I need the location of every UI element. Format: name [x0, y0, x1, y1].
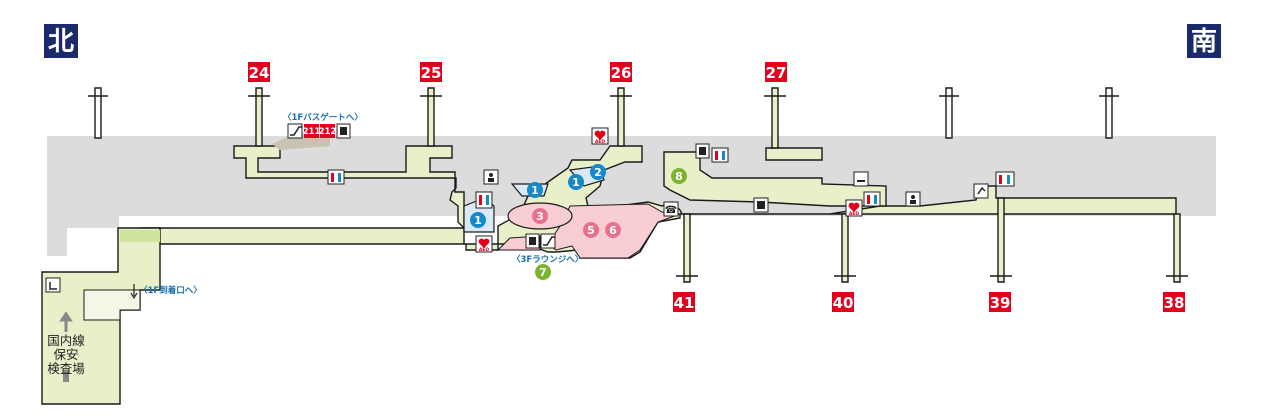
- gate-26-label: 26: [611, 64, 632, 82]
- bus-gate-note: 〈1Fバスゲートへ〉: [283, 112, 363, 123]
- arrival-corridor: [83, 289, 141, 321]
- aed-icon: AED: [475, 235, 493, 253]
- phone-icon: ☎: [663, 201, 679, 217]
- nursing-room-icon: [483, 169, 499, 185]
- aed-icon: AED: [845, 199, 863, 217]
- restroom-icon: [327, 169, 345, 185]
- shop-marker-2[interactable]: 2: [590, 164, 606, 180]
- security-corridor: [120, 230, 160, 242]
- gate-38[interactable]: 38: [1163, 292, 1185, 312]
- aed-icon: AED: [591, 127, 609, 145]
- shop-marker-1[interactable]: 1: [568, 174, 584, 190]
- gate-25-label: 25: [421, 64, 442, 82]
- bus-gate-212-label: 212: [319, 127, 337, 137]
- bus-gate-212[interactable]: 212: [319, 124, 337, 138]
- svg-text:1: 1: [531, 184, 539, 197]
- gate-40-label: 40: [833, 294, 854, 312]
- bus-gate-211[interactable]: 211: [303, 124, 321, 138]
- arrival-direction: 〈1F到着口へ〉: [130, 284, 202, 300]
- gate-39[interactable]: 39: [989, 292, 1011, 312]
- elevator-icon: [336, 123, 351, 139]
- svg-text:☎: ☎: [665, 205, 677, 216]
- gate-24[interactable]: 24: [248, 62, 270, 82]
- south-marker: 南: [1187, 24, 1221, 58]
- gate-26[interactable]: 26: [610, 62, 632, 82]
- gate-24-label: 24: [249, 64, 270, 82]
- svg-text:1: 1: [572, 176, 580, 189]
- escalator-icon: [287, 123, 303, 139]
- elevator-icon: [695, 143, 710, 159]
- shop-marker-1[interactable]: 1: [527, 182, 543, 198]
- restaurant-marker-5[interactable]: 5: [583, 222, 599, 238]
- restroom-icon: [475, 191, 493, 209]
- south-label: 南: [1191, 27, 1217, 57]
- security-exit-icon: [45, 277, 61, 293]
- prayer-room-icon: [973, 183, 989, 199]
- parking-stands-top: [88, 87, 1119, 139]
- restroom-icon: [995, 171, 1015, 187]
- security-checkpoint: 国内線 保安 検査場: [47, 311, 85, 382]
- locker-icon: [753, 197, 769, 213]
- bus-gate-area: 〈1Fバスゲートへ〉 211 212: [272, 112, 363, 150]
- svg-text:2: 2: [594, 166, 602, 179]
- service-marker-8[interactable]: 8: [671, 168, 687, 184]
- arrival-note: 〈1F到着口へ〉: [139, 285, 202, 296]
- svg-text:AED: AED: [849, 211, 860, 217]
- gate-39-label: 39: [990, 294, 1011, 312]
- lounge-marker-7[interactable]: 7: [535, 264, 551, 280]
- restroom-icon: [863, 191, 881, 207]
- gate-41[interactable]: 41: [673, 292, 695, 312]
- restaurant-marker-6[interactable]: 6: [605, 222, 621, 238]
- security-line1: 国内線: [47, 333, 85, 348]
- svg-text:AED: AED: [595, 139, 606, 145]
- gate-27-label: 27: [766, 64, 787, 82]
- security-line2: 保安: [53, 347, 78, 362]
- gate-38-label: 38: [1164, 294, 1185, 312]
- svg-text:5: 5: [587, 224, 595, 237]
- escalator-icon: [540, 233, 556, 249]
- svg-text:3: 3: [536, 210, 544, 223]
- gate-27[interactable]: 27: [765, 62, 787, 82]
- restaurant-marker-3[interactable]: 3: [532, 208, 548, 224]
- nursing-room-icon: [905, 191, 921, 207]
- gate-25[interactable]: 25: [420, 62, 442, 82]
- gate-40[interactable]: 40: [832, 292, 854, 312]
- svg-text:6: 6: [609, 224, 617, 237]
- north-marker: 北: [44, 24, 78, 58]
- elevator-icon: [525, 233, 540, 249]
- smoking-icon: [853, 171, 869, 187]
- gate-41-label: 41: [674, 294, 695, 312]
- lounge-note: 〈3Fラウンジへ〉: [512, 254, 583, 265]
- restroom-icon: [711, 147, 729, 163]
- svg-text:7: 7: [539, 266, 547, 279]
- security-line3: 検査場: [47, 361, 85, 376]
- svg-text:8: 8: [675, 170, 683, 183]
- svg-text:1: 1: [474, 214, 482, 227]
- shop-marker-1[interactable]: 1: [470, 212, 486, 228]
- bus-gate-211-label: 211: [303, 127, 321, 137]
- jet-bridges-top: [248, 87, 786, 149]
- svg-text:AED: AED: [479, 247, 490, 253]
- north-label: 北: [48, 27, 74, 57]
